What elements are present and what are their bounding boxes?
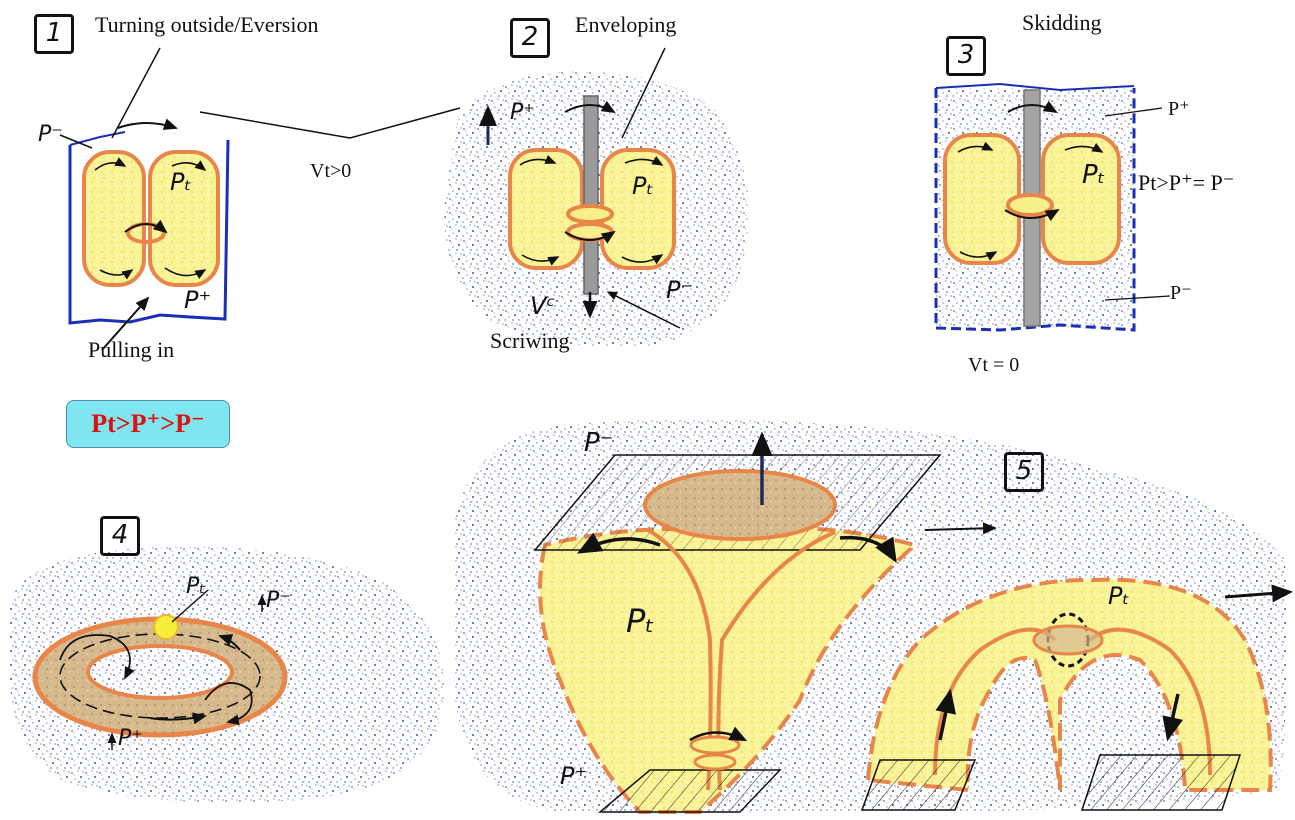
panel-2-pt: Pₜ	[632, 172, 654, 200]
panel-2-title: Enveloping	[575, 12, 676, 38]
panel-5-p-minus: P⁻	[584, 428, 613, 458]
torus-inner	[88, 646, 232, 698]
pt-source-dot	[154, 615, 178, 639]
pointer-line-icon	[200, 108, 460, 138]
funnel-top-ellipse	[645, 471, 835, 539]
rod-panel-2	[584, 96, 598, 294]
rotation-arrow-icon	[118, 123, 176, 128]
panel-1-p-plus: P⁺	[184, 286, 211, 314]
cell-right-panel-3	[1043, 135, 1119, 263]
panel-3-skidding	[936, 84, 1170, 330]
panel-1-number: 1	[34, 14, 74, 54]
panel-2-enveloping	[445, 48, 749, 347]
panel-5-flows	[455, 420, 1290, 814]
arch-vortex-ring	[1034, 626, 1102, 654]
panel-2-caption: Scriwing	[490, 328, 569, 354]
cell-left-panel-3	[945, 135, 1019, 263]
panel-2-p-minus: P⁻	[666, 276, 693, 304]
panel-5-pt-right: Pₜ	[1108, 582, 1130, 610]
panel-1-title: Turning outside/Eversion	[95, 12, 318, 38]
panel-1-p-minus: P⁻	[38, 122, 63, 147]
panel-5-p-plus: P⁺	[560, 762, 587, 790]
panel-4-toroid	[10, 547, 444, 803]
panel-3-relation: Pt>P⁺= P⁻	[1138, 170, 1234, 196]
panel-3-p-minus: P⁻	[1170, 280, 1192, 305]
vortex-core-panel-3	[1008, 195, 1052, 215]
funnel-vortex-1	[691, 737, 739, 753]
pressure-relation-badge: Pt>P⁺>P⁻	[66, 400, 230, 448]
panel-1-velocity: Vt>0	[310, 160, 351, 183]
panel-2-vc: Vᶜ	[530, 292, 555, 320]
panel-3-p-plus: P⁺	[1168, 96, 1190, 121]
panel-1-caption: Pulling in	[88, 337, 174, 363]
panel-1-pt: Pₜ	[170, 168, 192, 196]
funnel-vortex-2	[695, 755, 735, 769]
panel-3-velocity: Vt = 0	[968, 354, 1019, 377]
panel-2-p-plus: P⁺	[510, 100, 535, 125]
panel-3-title: Skidding	[1022, 10, 1101, 36]
arch-plane-right	[1082, 755, 1240, 810]
cell-left-panel-1	[84, 152, 144, 285]
panel-4-pt: Pₜ	[186, 574, 206, 599]
panel-3-number: 3	[946, 36, 986, 76]
cell-right-panel-2	[602, 150, 674, 268]
panel-2-number: 2	[510, 18, 550, 58]
panel-5-pt-left: Pₜ	[626, 602, 655, 640]
panel-1-eversion	[60, 48, 460, 350]
panel-4-p-minus: P⁻	[266, 588, 291, 613]
pointer-line-icon	[60, 135, 92, 148]
panel-4-p-plus: P⁺	[118, 726, 143, 751]
panel-5-number: 5	[1004, 452, 1044, 492]
panel-4-number: 4	[100, 516, 140, 556]
panel-3-pt: Pₜ	[1082, 160, 1105, 190]
vortex-ring-1-panel-2	[568, 206, 612, 222]
arch-plane-left	[862, 760, 975, 810]
